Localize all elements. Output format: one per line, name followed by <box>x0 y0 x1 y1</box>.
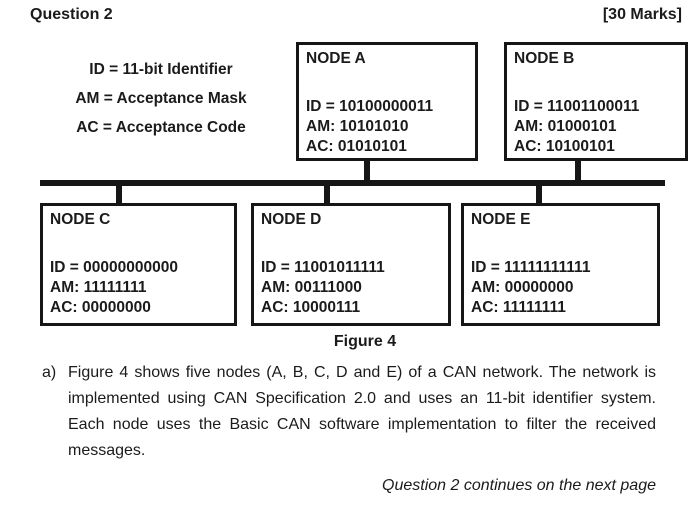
can-bus-line <box>40 180 665 186</box>
marks-label: [30 Marks] <box>602 6 682 23</box>
node-b-id-line: ID = 11001100011 <box>514 98 640 115</box>
node-c-am-line: AM: 11111111 <box>50 279 147 296</box>
node-d-connector <box>324 185 330 204</box>
continuation-note: Question 2 continues on the next page <box>382 477 656 494</box>
legend-ac-line: AC = Acceptance Code <box>76 119 246 136</box>
question-part-a: a) Figure 4 shows five nodes (A, B, C, D… <box>42 360 656 464</box>
node-c-connector <box>116 185 122 204</box>
node-a-box: NODE A ID = 10100000011 AM: 10101010 AC:… <box>296 42 478 161</box>
node-c-title: NODE C <box>50 211 111 228</box>
node-c-id-line: ID = 00000000000 <box>50 259 178 276</box>
node-e-title: NODE E <box>471 211 531 228</box>
node-a-ac-line: AC: 01010101 <box>306 138 407 155</box>
abbreviation-legend: ID = 11-bit Identifier AM = Acceptance M… <box>40 55 282 142</box>
node-e-am-line: AM: 00000000 <box>471 279 574 296</box>
node-e-id-line: ID = 11111111111 <box>471 259 591 276</box>
figure-caption: Figure 4 <box>333 333 397 350</box>
node-e-connector <box>536 185 542 204</box>
node-b-am-line: AM: 01000101 <box>514 118 617 135</box>
legend-id-line: ID = 11-bit Identifier <box>89 61 233 78</box>
question-item-label: a) <box>42 364 57 381</box>
node-b-box: NODE B ID = 11001100011 AM: 01000101 AC:… <box>504 42 688 161</box>
node-c-ac-line: AC: 00000000 <box>50 299 151 316</box>
node-d-title: NODE D <box>261 211 322 228</box>
node-d-ac-line: AC: 10000111 <box>261 299 361 316</box>
question-title: Question 2 <box>30 6 113 23</box>
node-b-title: NODE B <box>514 50 575 67</box>
node-d-am-line: AM: 00111000 <box>261 279 362 296</box>
node-a-connector <box>364 159 370 181</box>
node-d-id-line: ID = 11001011111 <box>261 259 385 276</box>
node-e-box: NODE E ID = 11111111111 AM: 00000000 AC:… <box>461 203 660 326</box>
node-b-connector <box>575 159 581 181</box>
legend-am-line: AM = Acceptance Mask <box>75 90 247 107</box>
node-a-am-line: AM: 10101010 <box>306 118 409 135</box>
node-d-box: NODE D ID = 11001011111 AM: 00111000 AC:… <box>251 203 451 326</box>
node-a-id-line: ID = 10100000011 <box>306 98 434 115</box>
node-e-ac-line: AC: 11111111 <box>471 299 566 316</box>
node-a-title: NODE A <box>306 50 366 67</box>
question-text: Figure 4 shows five nodes (A, B, C, D an… <box>68 364 656 459</box>
node-c-box: NODE C ID = 00000000000 AM: 11111111 AC:… <box>40 203 237 326</box>
node-b-ac-line: AC: 10100101 <box>514 138 615 155</box>
